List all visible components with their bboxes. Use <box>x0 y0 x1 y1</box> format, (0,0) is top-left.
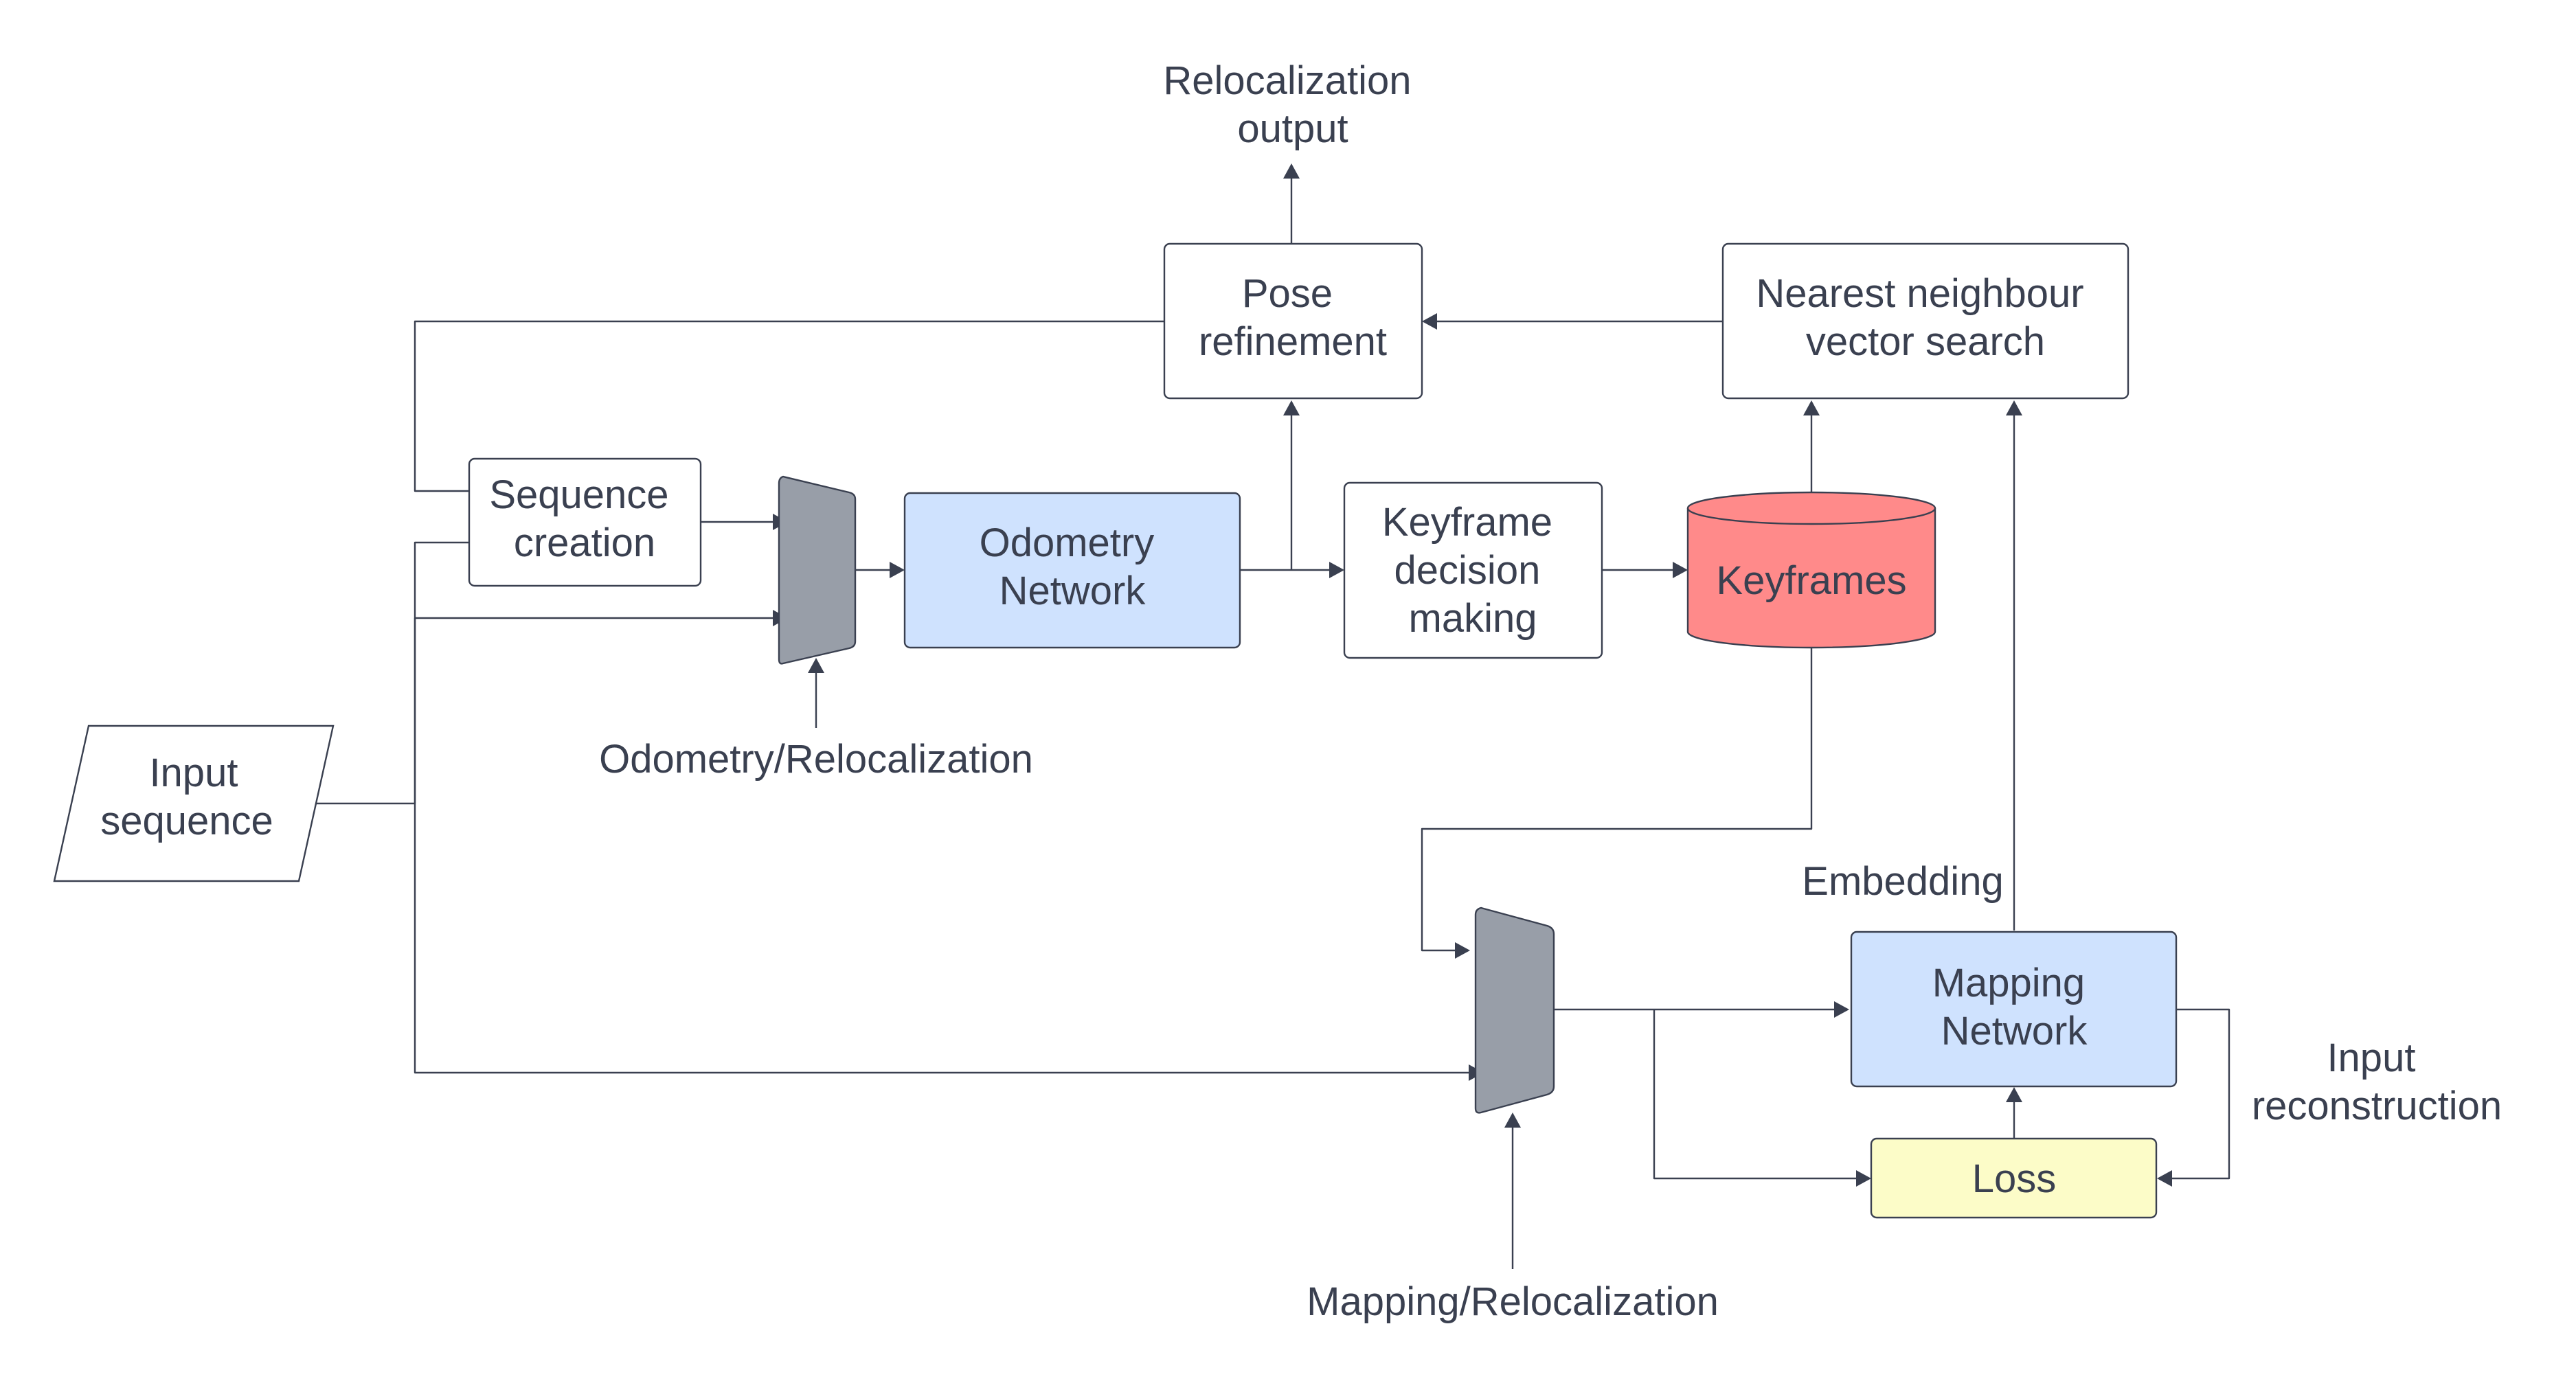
mapping-network-box <box>1850 931 2178 1088</box>
edge-keyframes-to-mapping-mux <box>1421 648 1813 952</box>
mapping-mux-shape <box>1474 906 1555 1114</box>
edge-input-to-mapping-mux <box>414 803 1469 1074</box>
edge-mux-to-loss <box>1653 1009 1856 1180</box>
input-sequence-shape <box>53 724 335 882</box>
odometry-network-label: Odometry Network <box>980 521 1166 613</box>
edge-pose-feedback <box>414 320 1168 492</box>
keyframe-decision-box <box>1343 481 1603 659</box>
arrow-mapping-control <box>1504 1113 1521 1128</box>
nearest-neighbour-label: Nearest neighbour vector search <box>1756 271 2094 364</box>
arrow-to-pose-refinement <box>1283 400 1300 415</box>
keyframes-label: Keyframes <box>1716 558 1906 603</box>
mapping-network-label: Mapping Network <box>1932 961 2097 1053</box>
arrow-keyframes-to-nn <box>1803 400 1820 415</box>
nodes <box>53 242 2178 1219</box>
arrow-to-mapping-mux-upper <box>1455 942 1470 959</box>
arrow-reconstruction-to-loss <box>2157 1170 2172 1187</box>
arrow-to-odometry-network <box>890 562 905 578</box>
edge-labels: Relocalization output Odometry/Relocaliz… <box>599 58 2502 1324</box>
arrow-to-loss-left <box>1856 1170 1871 1187</box>
embedding-label: Embedding <box>1802 859 2003 904</box>
arrow-to-keyframes <box>1673 562 1688 578</box>
nearest-neighbour-box <box>1721 242 2129 400</box>
node-labels: Input sequence Sequence creation Odometr… <box>100 271 2097 1201</box>
relocalization-output-label: Relocalization output <box>1163 58 1422 151</box>
edge-input-trunk <box>316 541 471 805</box>
arrow-relocalization-output <box>1283 163 1300 179</box>
input-reconstruction-label: Input reconstruction <box>2252 1036 2502 1128</box>
pose-refinement-box <box>1163 242 1423 400</box>
arrow-embedding-to-nn <box>2006 400 2022 415</box>
arrow-odometry-control <box>808 658 824 673</box>
input-sequence-label: Input sequence <box>100 751 273 843</box>
odometry-relocalization-label: Odometry/Relocalization <box>599 737 1033 781</box>
arrow-loss-to-mapping-network <box>2006 1087 2022 1102</box>
edge-input-to-odometry-mux <box>414 617 773 803</box>
keyframes-cylinder <box>1686 491 1936 649</box>
loss-box <box>1870 1137 2158 1219</box>
sequence-creation-box <box>468 457 702 587</box>
pose-refinement-label: Pose refinement <box>1199 271 1387 364</box>
arrow-to-mapping-network <box>1834 1001 1849 1018</box>
loss-label: Loss <box>1972 1156 2057 1201</box>
arrow-to-keyframe-decision <box>1329 562 1344 578</box>
mapping-relocalization-label: Mapping/Relocalization <box>1307 1279 1719 1324</box>
edge-reconstruction-to-loss <box>2172 1008 2230 1180</box>
sequence-creation-label: Sequence creation <box>489 472 679 565</box>
odometry-mux-shape <box>778 475 857 665</box>
arrow-nn-to-pose <box>1422 313 1437 330</box>
keyframes-cylinder-rim <box>1686 507 1936 525</box>
odometry-network-box <box>903 492 1241 649</box>
keyframe-decision-label: Keyframe decision making <box>1382 500 1563 641</box>
